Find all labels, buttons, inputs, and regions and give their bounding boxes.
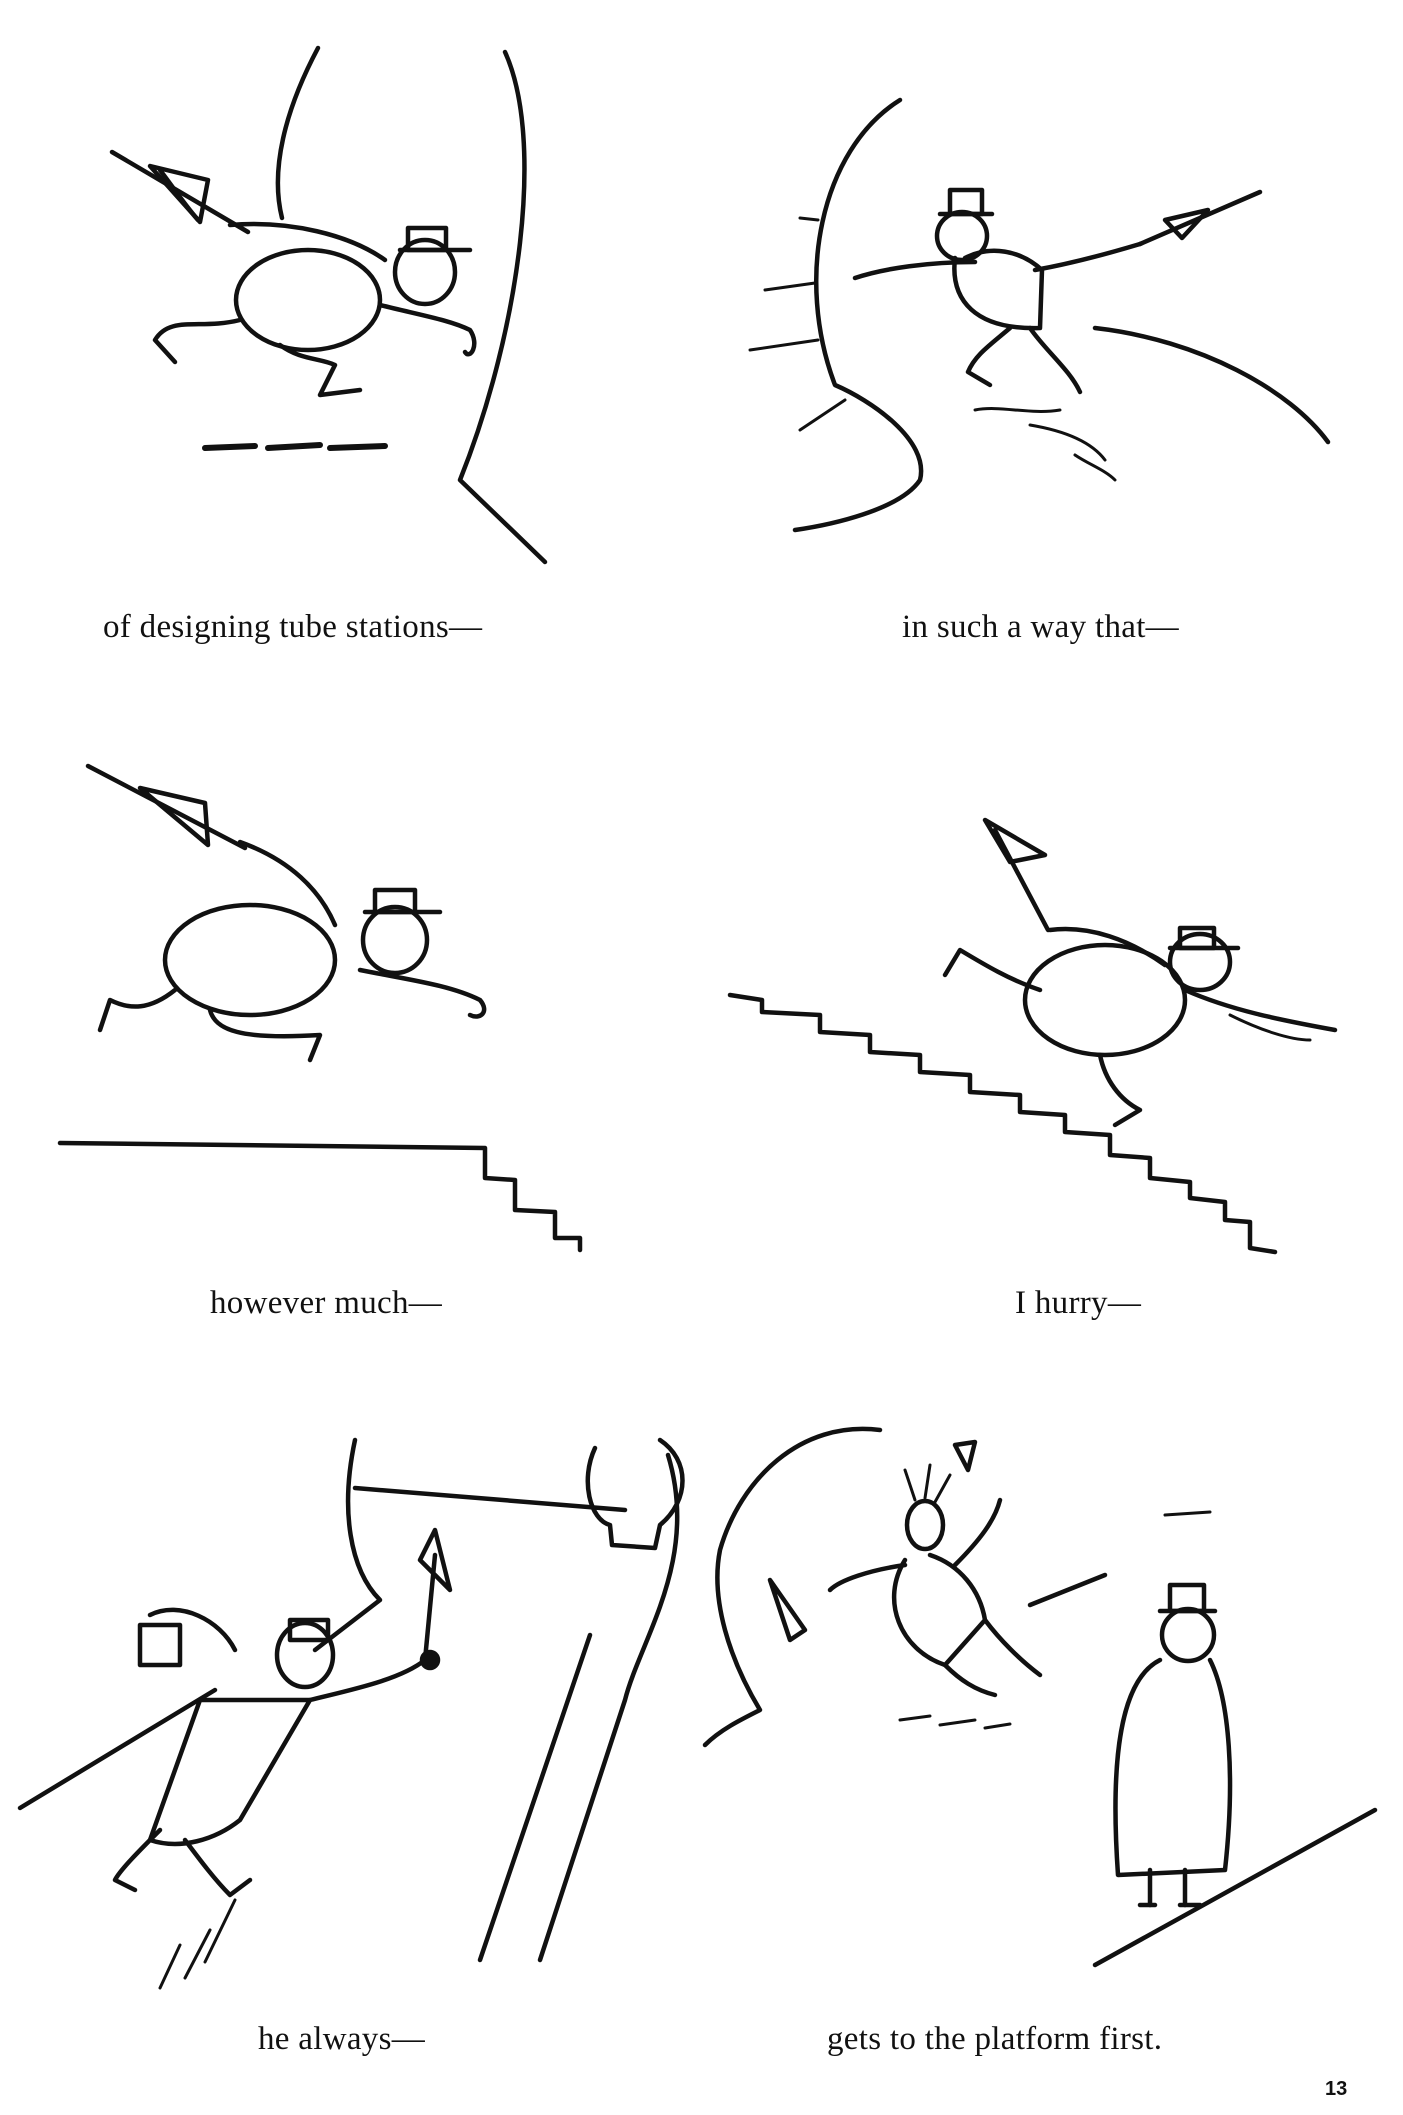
panel-3-caption: however much— [210,1285,443,1321]
panel-2-caption: in such a way that— [902,609,1179,645]
panel-4-drawing [727,817,1338,1255]
panel-2-drawing [748,97,1331,533]
panel-3-drawing [57,763,583,1253]
panel-1-drawing [109,45,548,565]
panel-1-caption: of designing tube stations— [103,609,483,645]
panel-5-drawing [17,1437,685,1990]
panel-6-caption: gets to the platform first. [827,2021,1163,2057]
page-number: 13 [1325,2078,1348,2100]
panel-5-caption: he always— [258,2021,426,2057]
panel-6-drawing [702,1426,1378,1968]
panel-4-caption: I hurry— [1015,1285,1142,1321]
